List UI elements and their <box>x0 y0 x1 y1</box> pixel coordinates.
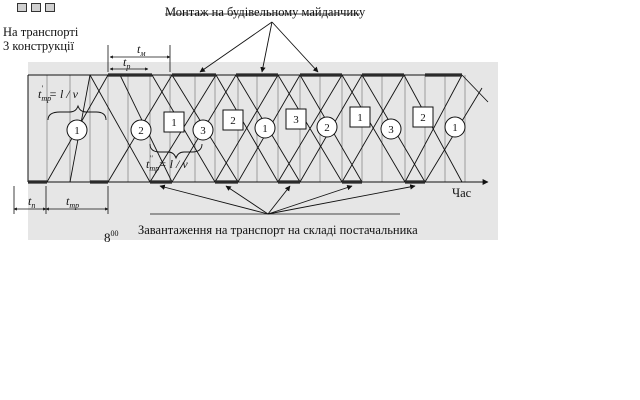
loading-title: Завантаження на транспорт на складі пост… <box>138 223 418 237</box>
start-time-label: 800 <box>104 229 119 245</box>
formula-mid-prime: '' <box>149 154 153 163</box>
construction-icon-group <box>17 3 55 12</box>
loading-pointer-arrow <box>159 184 269 215</box>
montage-pointer-arrow <box>199 21 273 73</box>
formula-mid-rhs: = l / v <box>159 157 189 171</box>
trip-line <box>89 74 151 183</box>
formula-mid: tтр''= l / v <box>146 154 188 173</box>
trip-marker-circle <box>444 116 466 138</box>
trip-marker-circle <box>380 118 402 140</box>
trip-marker-circle <box>192 119 214 141</box>
construction-box-icon <box>31 3 41 12</box>
trip-marker-number: 1 <box>171 117 177 129</box>
trip-marker-square <box>412 106 434 128</box>
trip-marker-number: 3 <box>200 125 206 137</box>
tn-label: tп <box>28 194 35 210</box>
trip-marker-number: 1 <box>452 122 458 134</box>
trip-marker-square <box>222 109 244 131</box>
montage-pointer-arrow <box>271 21 319 73</box>
trip-marker-number: 1 <box>357 112 363 124</box>
loading-pointer-arrow <box>267 185 291 215</box>
transport-capacity-label: На транспорті 3 конструкції <box>3 25 78 53</box>
left-curly-brace <box>47 104 107 121</box>
loading-pointer-arrow <box>267 184 416 215</box>
trip-marker-number: 3 <box>388 124 394 136</box>
duration-dimensions <box>13 45 203 214</box>
trip-marker-square <box>349 106 371 128</box>
trip-marker-number: 2 <box>230 115 236 127</box>
tp-label: tр <box>123 55 130 71</box>
time-axis-label: Час <box>452 186 472 200</box>
ttr-label-subscript: тр <box>69 201 79 210</box>
trip-line <box>461 74 489 103</box>
tm-label: tм <box>137 42 145 58</box>
construction-box-icon <box>45 3 55 12</box>
transport-label-line1: На транспорті <box>3 25 79 39</box>
trip-markers: 1 2 1 3 2 1 3 2 1 3 2 1 <box>66 106 466 141</box>
trip-marker-number: 1 <box>262 123 268 135</box>
middle-curly-brace <box>149 143 203 160</box>
tm-label-subscript: м <box>139 49 145 58</box>
trip-marker-number: 2 <box>138 125 144 137</box>
formula-left-subscript: тр <box>41 94 51 103</box>
transport-label-line2: 3 конструкції <box>3 39 74 53</box>
trip-line <box>214 74 279 183</box>
formula-mid-subscript: тр <box>149 164 159 173</box>
tn-label-subscript: п <box>31 201 35 210</box>
trip-marker-number: 2 <box>324 122 330 134</box>
trip-marker-square <box>285 108 307 130</box>
trip-marker-circle <box>254 117 276 139</box>
formula-left-prime: ' <box>41 84 43 93</box>
trip-marker-number: 3 <box>293 114 299 126</box>
construction-box-icon <box>17 3 27 12</box>
trip-line <box>341 74 405 183</box>
start-time-superscript: 00 <box>111 229 119 238</box>
formula-left-rhs: = l / v <box>49 87 79 101</box>
tp-label-subscript: р <box>125 62 130 71</box>
pointer-arrows <box>150 13 416 215</box>
trip-marker-number: 2 <box>420 112 426 124</box>
trip-line <box>277 74 343 183</box>
formula-left: tтр'= l / v <box>38 84 79 103</box>
trip-marker-number: 1 <box>74 125 80 137</box>
loading-pointer-arrow <box>267 184 353 215</box>
loading-pointer-arrow <box>225 185 269 215</box>
trip-marker-circle <box>66 119 88 141</box>
trip-marker-circle <box>130 119 152 141</box>
ttr-label: tтр <box>66 194 79 210</box>
operation-segments <box>28 73 462 184</box>
montage-title: Монтаж на будівельному майданчику <box>165 5 366 19</box>
trip-marker-circle <box>316 116 338 138</box>
trip-marker-square <box>163 111 185 133</box>
montage-pointer-arrow <box>260 21 273 73</box>
